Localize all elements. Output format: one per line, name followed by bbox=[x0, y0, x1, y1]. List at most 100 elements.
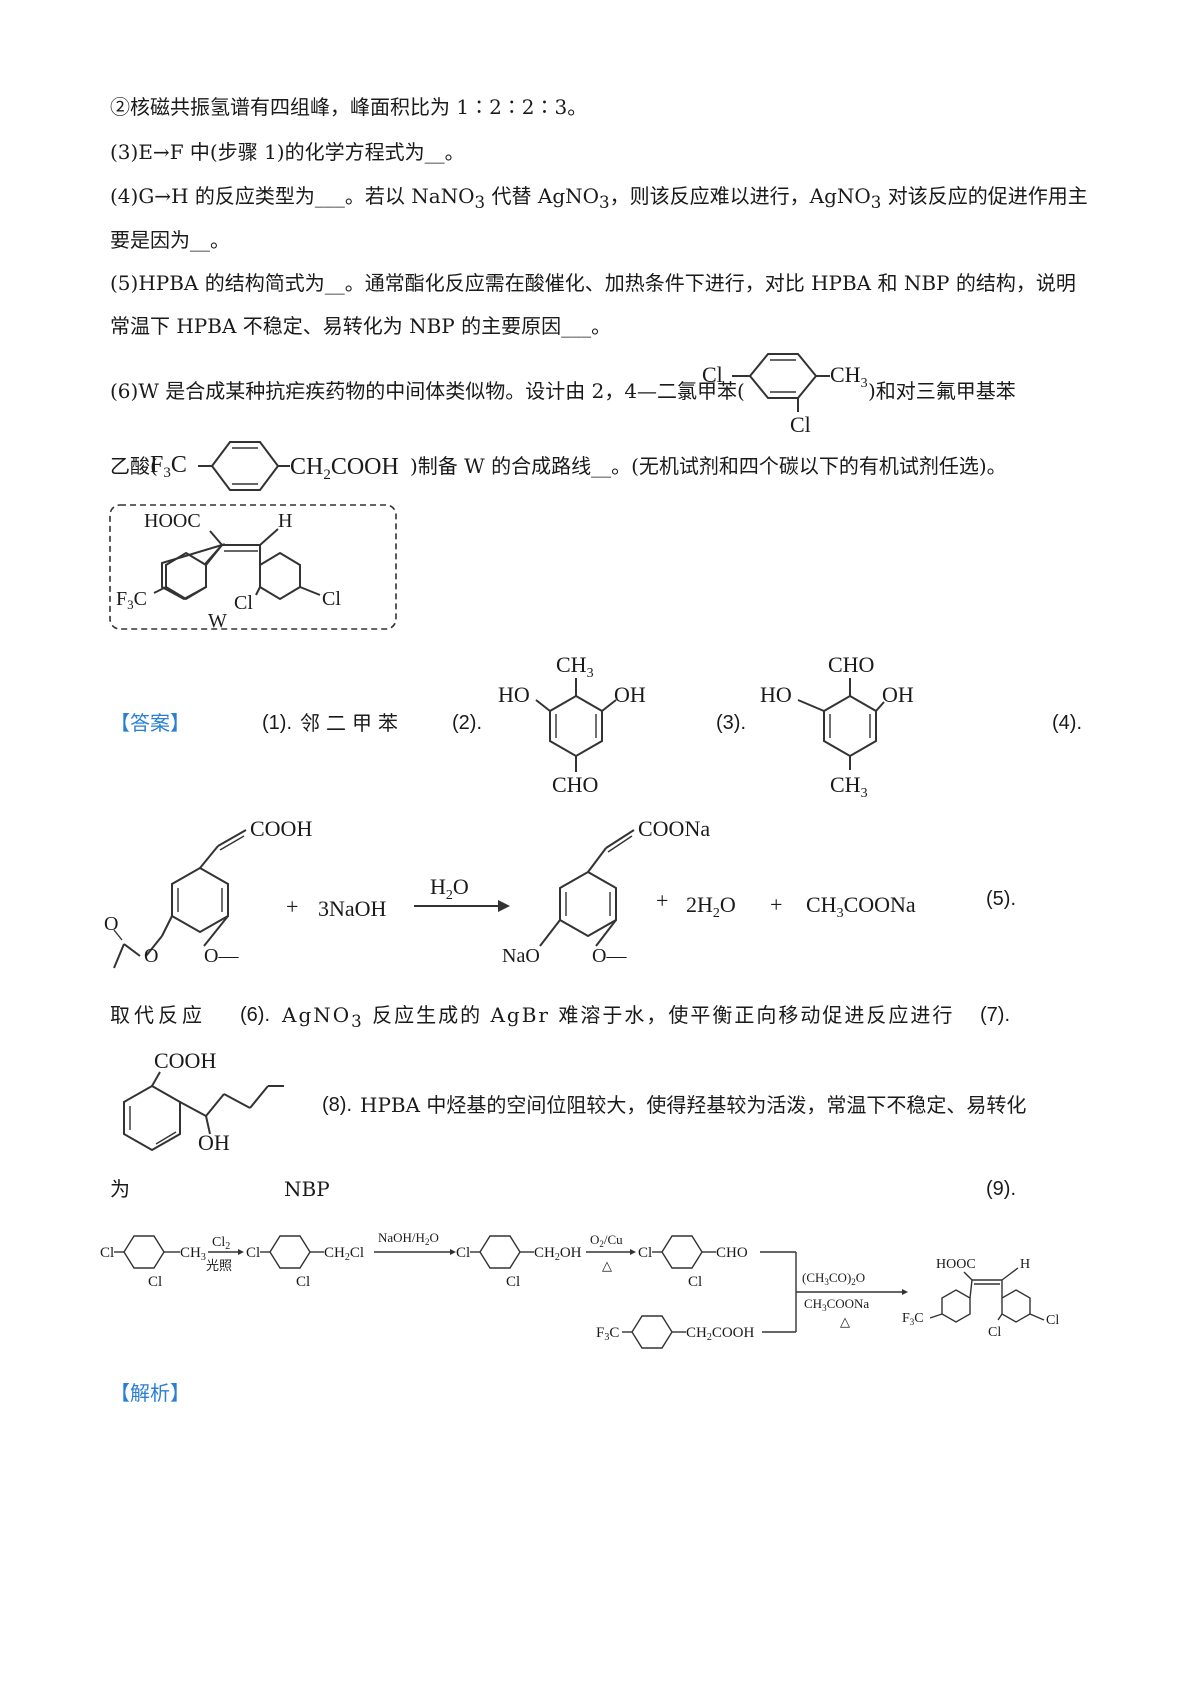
svg-text:OH: OH bbox=[882, 682, 914, 707]
svg-text:2H2O: 2H2O bbox=[686, 892, 736, 921]
answer-1-text: 邻二甲苯 bbox=[300, 711, 404, 735]
svg-text:O: O bbox=[144, 945, 158, 967]
analysis-label: 【解析】 bbox=[110, 1381, 190, 1405]
svg-text:H: H bbox=[1020, 1257, 1030, 1272]
answer-number-2: (2). bbox=[452, 712, 482, 734]
question-line-7a: (6)W 是合成某种抗疟疾药物的中间体类似物。设计由 2，4—二氯甲苯( bbox=[110, 379, 745, 403]
question-line-3: (4)G→H 的反应类型为___。若以 NaNO3 代替 AgNO3，则该反应难… bbox=[110, 184, 1088, 212]
svg-text:CH3: CH3 bbox=[830, 362, 868, 391]
answer-label: 【答案】 bbox=[110, 711, 190, 735]
svg-text:Cl: Cl bbox=[702, 362, 723, 387]
svg-text:Cl: Cl bbox=[100, 1245, 114, 1261]
svg-text:Cl: Cl bbox=[148, 1274, 162, 1290]
answer-4-equation: COOH O O O— + 3NaOH H2O COONa NaO O— + 2… bbox=[104, 816, 916, 969]
route-compound-dichlorotoluene: Cl CH3 Cl bbox=[100, 1235, 206, 1290]
svg-text:O—: O— bbox=[592, 945, 627, 967]
svg-text:CH3COONa: CH3COONa bbox=[806, 892, 916, 921]
question-line-1: ②核磁共振氢谱有四组峰，峰面积比为 1∶2∶2∶3。 bbox=[110, 95, 588, 119]
question-line-8a: 乙酸( bbox=[110, 454, 158, 478]
question-line-6: 常温下 HPBA 不稳定、易转化为 NBP 的主要原因___。 bbox=[110, 314, 612, 338]
svg-text:O: O bbox=[104, 913, 118, 935]
question-line-7b: )和对三氟甲基苯 bbox=[868, 379, 1016, 403]
answer-6-text: AgNO3 反应生成的 AgBr 难溶于水，使平衡正向移动促进反应进行 bbox=[282, 1003, 955, 1031]
svg-text:COOH: COOH bbox=[154, 1048, 216, 1073]
svg-text:CH2COOH: CH2COOH bbox=[290, 454, 399, 483]
question-line-2: (3)E→F 中(步骤 1)的化学方程式为__。 bbox=[110, 140, 465, 164]
svg-text:CH3: CH3 bbox=[180, 1245, 206, 1263]
route-compound-benzyl-chloride: Cl CH2Cl Cl bbox=[246, 1235, 364, 1290]
svg-text:Cl: Cl bbox=[790, 412, 811, 437]
svg-text:F3C: F3C bbox=[596, 1325, 619, 1343]
svg-text:+: + bbox=[770, 892, 782, 917]
svg-text:Cl: Cl bbox=[322, 588, 341, 610]
svg-text:O—: O— bbox=[204, 945, 239, 967]
answer-number-6: (6). bbox=[240, 1004, 270, 1026]
svg-text:F3C: F3C bbox=[902, 1311, 924, 1327]
trifluoromethylphenylacetic-acid-structure: F3C CH2COOH bbox=[150, 441, 399, 491]
svg-text:Cl: Cl bbox=[296, 1274, 310, 1290]
question-line-8b: )制备 W 的合成路线__。(无机试剂和四个碳以下的有机试剂任选)。 bbox=[410, 454, 1007, 478]
svg-text:O2/Cu: O2/Cu bbox=[590, 1232, 623, 1249]
svg-text:CHO: CHO bbox=[828, 652, 874, 677]
svg-text:COOH: COOH bbox=[250, 816, 312, 841]
svg-text:+: + bbox=[656, 888, 668, 913]
answer-8-text-b1: 为 bbox=[110, 1177, 130, 1201]
answer-number-9: (9). bbox=[986, 1178, 1016, 1200]
answer-8-text-b2: NBP bbox=[284, 1177, 330, 1201]
route-compound-benzyl-alcohol: Cl CH2OH Cl bbox=[456, 1235, 582, 1290]
svg-text:Cl: Cl bbox=[246, 1245, 260, 1261]
svg-text:OH: OH bbox=[198, 1130, 230, 1155]
svg-text:CH2COOH: CH2COOH bbox=[686, 1325, 755, 1343]
answer-number-3: (3). bbox=[716, 712, 746, 734]
svg-text:HOOC: HOOC bbox=[144, 510, 201, 532]
svg-text:W: W bbox=[208, 610, 227, 632]
svg-text:NaO: NaO bbox=[502, 945, 540, 967]
svg-text:Cl: Cl bbox=[506, 1274, 520, 1290]
svg-text:CH2Cl: CH2Cl bbox=[324, 1245, 364, 1263]
answer-number-5: (5). bbox=[986, 888, 1016, 910]
svg-text:H2O: H2O bbox=[430, 874, 469, 903]
svg-text:CHO: CHO bbox=[716, 1245, 748, 1261]
svg-text:CH3: CH3 bbox=[830, 772, 868, 801]
answer-number-1: (1). bbox=[262, 712, 292, 734]
svg-text:HOOC: HOOC bbox=[936, 1257, 976, 1272]
svg-text:Cl: Cl bbox=[456, 1245, 470, 1261]
svg-text:+: + bbox=[286, 894, 298, 919]
svg-text:F3C: F3C bbox=[116, 588, 147, 612]
svg-text:CH3COONa: CH3COONa bbox=[804, 1296, 869, 1313]
svg-text:Cl: Cl bbox=[988, 1325, 1001, 1340]
answer-9-synthesis-route: Cl CH3 Cl Cl2 光照 Cl CH2Cl Cl NaOH/H2O Cl… bbox=[100, 1230, 1059, 1349]
svg-text:Cl: Cl bbox=[638, 1245, 652, 1261]
svg-text:COONa: COONa bbox=[638, 816, 710, 841]
w-structure-box: HOOC H F3C Cl Cl W bbox=[109, 504, 397, 632]
svg-text:Cl: Cl bbox=[1046, 1313, 1059, 1328]
svg-text:3NaOH: 3NaOH bbox=[318, 896, 387, 921]
svg-text:OH: OH bbox=[614, 682, 646, 707]
question-line-4: 要是因为__。 bbox=[110, 228, 230, 252]
route-compound-trifluoromethylphenylacetic-acid: F3C CH2COOH bbox=[596, 1315, 755, 1349]
svg-text:CH2OH: CH2OH bbox=[534, 1245, 582, 1263]
svg-text:HO: HO bbox=[498, 682, 530, 707]
svg-text:光照: 光照 bbox=[206, 1258, 232, 1273]
answer-number-8: (8). bbox=[322, 1094, 352, 1116]
svg-text:CHO: CHO bbox=[552, 772, 598, 797]
route-compound-benzaldehyde: Cl CHO Cl bbox=[638, 1235, 748, 1290]
answer-3-structure: CHO HO OH CH3 bbox=[760, 652, 914, 801]
answer-2-structure: CH3 HO OH CHO bbox=[498, 652, 646, 797]
answer-number-7: (7). bbox=[980, 1004, 1010, 1026]
svg-text:△: △ bbox=[840, 1314, 850, 1329]
svg-text:Cl: Cl bbox=[688, 1274, 702, 1290]
svg-text:NaOH/H2O: NaOH/H2O bbox=[378, 1230, 439, 1247]
answer-5-text: 取代反应 bbox=[110, 1003, 206, 1027]
answer-7-hpba-structure: COOH OH bbox=[123, 1048, 284, 1155]
svg-text:△: △ bbox=[602, 1258, 612, 1273]
route-compound-w: HOOC H F3C Cl Cl bbox=[902, 1257, 1059, 1340]
svg-text:HO: HO bbox=[760, 682, 792, 707]
svg-text:H: H bbox=[278, 510, 292, 532]
answer-number-4: (4). bbox=[1052, 712, 1082, 734]
svg-text:Cl: Cl bbox=[234, 592, 253, 614]
svg-text:CH3: CH3 bbox=[556, 652, 594, 681]
svg-text:(CH3CO)2O: (CH3CO)2O bbox=[802, 1270, 865, 1287]
dichlorotoluene-structure: Cl CH3 Cl bbox=[702, 353, 868, 437]
svg-text:Cl2: Cl2 bbox=[212, 1235, 230, 1252]
